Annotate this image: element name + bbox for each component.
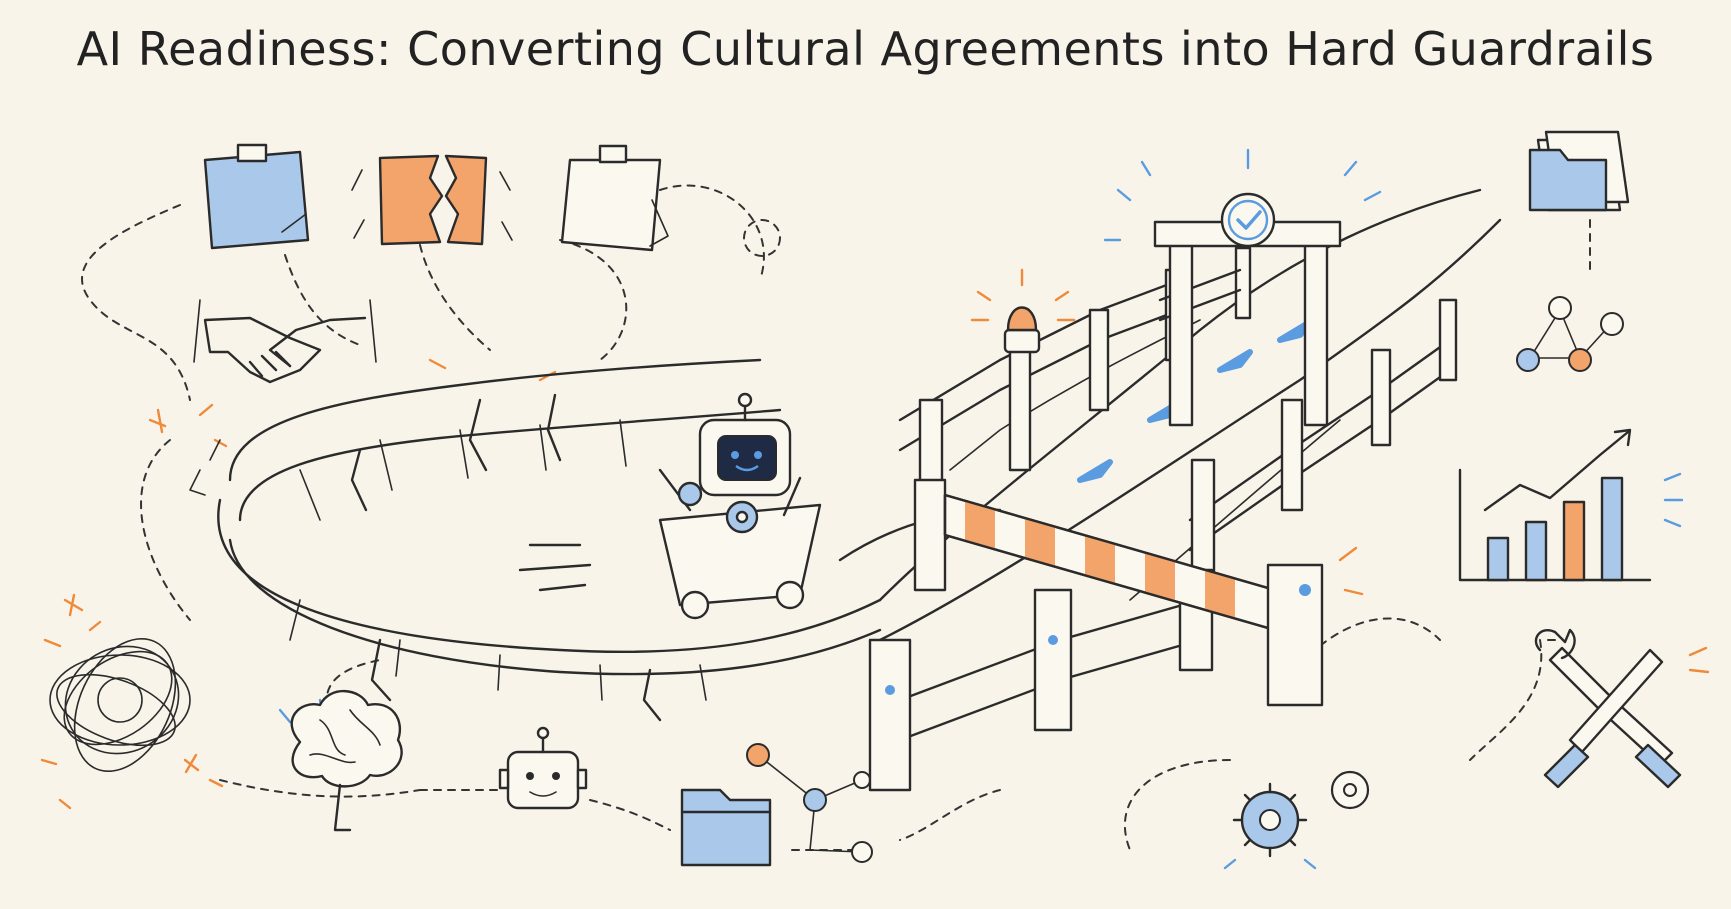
tangled-scribble-icon — [49, 637, 191, 773]
brain-icon — [290, 689, 403, 832]
warning-beacon-icon — [970, 268, 1076, 354]
node-network-icon — [746, 743, 873, 863]
right-fence — [1188, 298, 1458, 592]
chaos-flow-lines — [81, 184, 1591, 851]
broken-track — [189, 358, 882, 722]
gears-icon — [1223, 770, 1370, 870]
robot-cart-icon — [518, 392, 822, 620]
sticky-note-icon — [203, 143, 310, 250]
rising-bar-chart-icon — [1458, 428, 1684, 582]
triangle-network-icon — [1516, 296, 1624, 372]
folder-icon — [680, 788, 772, 867]
torn-note-icon — [351, 154, 513, 246]
folder-stack-icon — [1528, 130, 1630, 212]
striped-barrier-icon — [943, 493, 1364, 707]
page-title: AI Readiness: Converting Cultural Agreem… — [76, 22, 1655, 76]
wrench-screwdriver-icon — [1534, 628, 1710, 789]
front-fence — [838, 478, 1214, 792]
robot-head-icon — [498, 726, 588, 810]
handshake-icon — [193, 299, 377, 384]
checkmark-gate-icon — [1103, 148, 1382, 427]
blank-note-icon — [560, 144, 781, 257]
